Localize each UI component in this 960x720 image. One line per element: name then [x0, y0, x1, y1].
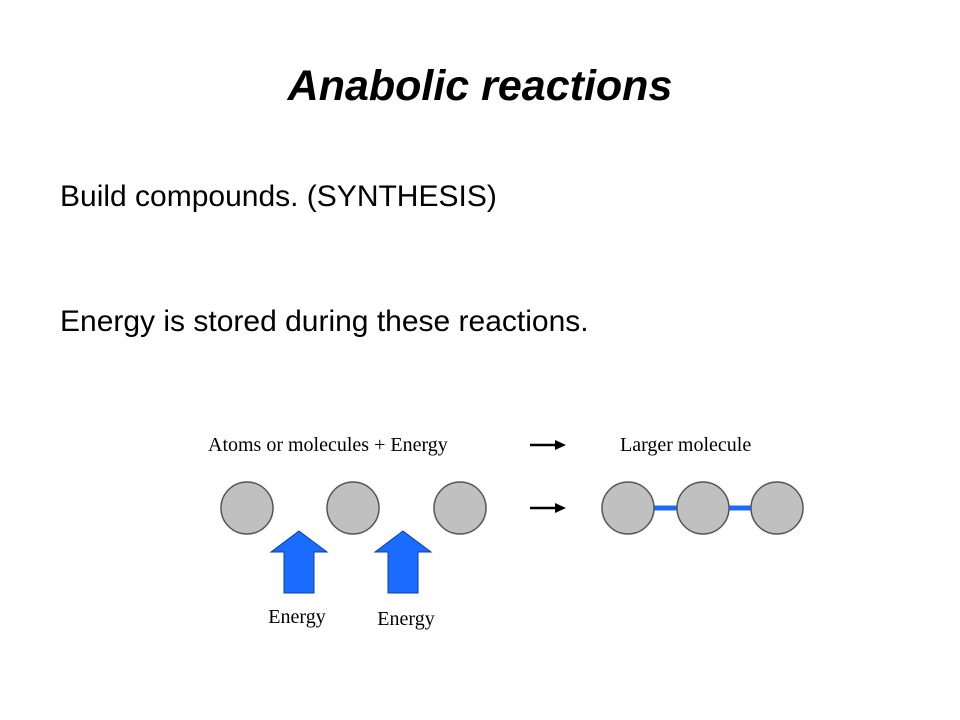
product-label: Larger molecule [620, 434, 751, 456]
energy-arrow-icon-2 [373, 530, 433, 594]
reaction-arrow-top [530, 440, 566, 450]
energy-label-2: Energy [377, 608, 434, 630]
bullet-build-compounds: Build compounds. (SYNTHESIS) [60, 180, 497, 213]
product-atom-2 [676, 481, 730, 535]
product-atom-3 [750, 481, 804, 535]
energy-arrow-icon-1 [269, 530, 329, 594]
slide-title: Anabolic reactions [287, 62, 673, 110]
reactant-atom-3 [433, 481, 487, 535]
product-atom-1 [601, 481, 655, 535]
reactant-atom-1 [220, 481, 274, 535]
reaction-arrow-middle [530, 503, 566, 513]
energy-label-1: Energy [268, 606, 325, 628]
reactants-label: Atoms or molecules + Energy [208, 434, 448, 456]
reactant-atom-2 [326, 481, 380, 535]
bullet-energy-stored: Energy is stored during these reactions. [60, 305, 589, 338]
